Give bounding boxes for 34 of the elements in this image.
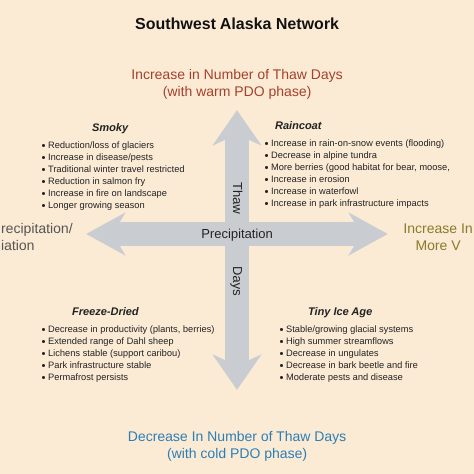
axis-pole-label: Increase In More V (402, 220, 474, 254)
bullet-item: More berries (good habitat for bear, moose, (271, 161, 450, 173)
bullet-item: Increase in fire on landscape (48, 187, 167, 199)
bullet-item: Decrease in ungulates (286, 347, 379, 359)
bullet-item: Park infrastructure stable (48, 359, 152, 371)
scenario-heading: Freeze-Dried (72, 306, 139, 318)
scenario-heading: Tiny Ice Age (308, 306, 372, 318)
bullet-item: Increase in erosion (271, 173, 350, 185)
scenario-heading: Raincoat (275, 120, 322, 132)
bullet-item: Longer growing season (48, 199, 145, 211)
bullet-item: Decrease in productivity (plants, berries) (48, 323, 214, 335)
bullet-item: Extended range of Dahl sheep (48, 335, 174, 347)
bullet-item: Increase in park infrastructure impacts (271, 197, 429, 209)
bullet-item: Moderate pests and disease (286, 371, 403, 383)
axis-pole-label: recipitation/ iation (1, 220, 74, 254)
bullet-item: Increase in waterfowl (271, 185, 358, 197)
axis-label: Thaw (229, 182, 245, 214)
bullet-item: Decrease in alpine tundra (271, 149, 377, 161)
bullet-item: Reduction in salmon fry (48, 175, 146, 187)
bullet-item: High summer streamflows (286, 335, 394, 347)
diagram-title: Southwest Alaska Network (134, 16, 340, 34)
axis-label: Days (229, 266, 245, 296)
bullet-item: Traditional winter travel restricted (48, 163, 185, 175)
bullet-item: Stable/growing glacial systems (286, 323, 414, 335)
axis-pole-label: Increase in Number of Thaw Days (with warm PDO phase) (130, 66, 344, 100)
axis-pole-label: Decrease In Number of Thaw Days (with cold PDO phase) (126, 428, 348, 462)
bullet-item: Permafrost persists (48, 371, 128, 383)
bullet-item: Decrease in bark beetle and fire (286, 359, 418, 371)
bullet-item: Reduction/loss of glaciers (48, 139, 154, 151)
bullet-item: Lichens stable (support caribou) (48, 347, 180, 359)
bullet-item: Increase in disease/pests (48, 151, 153, 163)
scenario-heading: Smoky (92, 122, 128, 134)
axis-label: Precipitation (199, 226, 275, 242)
bullet-item: Increase in rain-on-snow events (flooding) (271, 137, 444, 149)
